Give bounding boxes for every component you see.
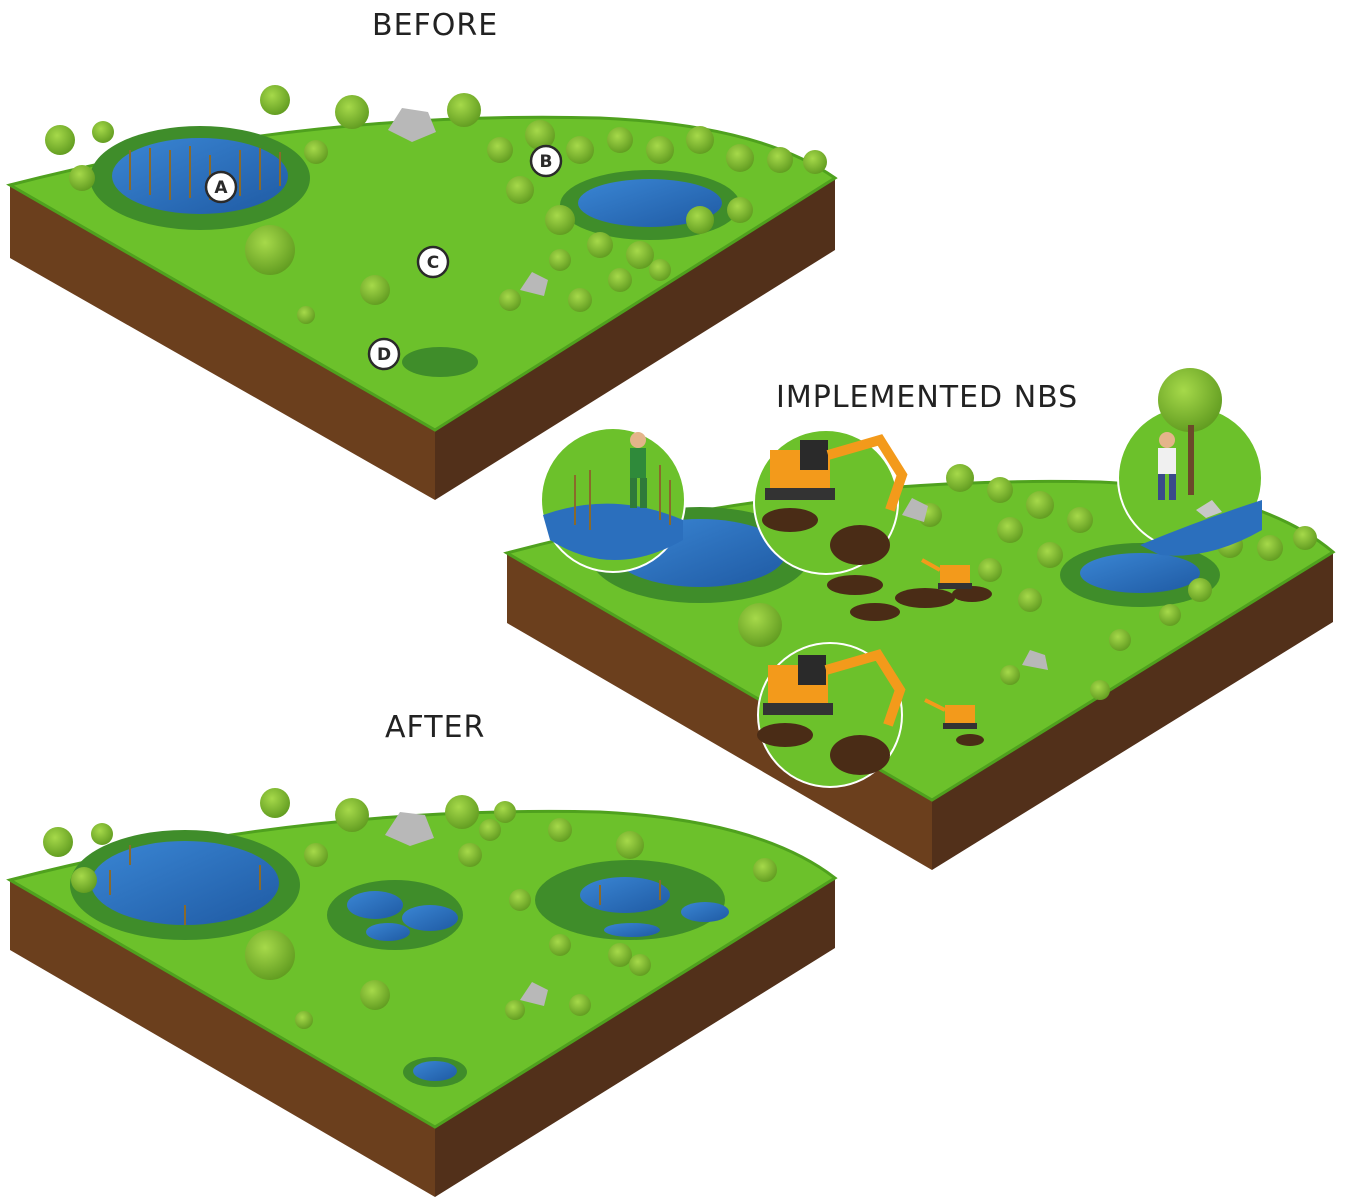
marker-d: D bbox=[367, 337, 401, 371]
tree-icon bbox=[45, 85, 827, 324]
excavator-icon bbox=[763, 649, 906, 727]
after-pond-c1 bbox=[347, 891, 403, 919]
marker-a: A bbox=[204, 170, 238, 204]
callout-excavation-bottom bbox=[757, 642, 906, 788]
rock-icon bbox=[388, 108, 548, 296]
after-soil-right bbox=[435, 878, 835, 1197]
callout-tree-removal bbox=[1117, 368, 1263, 556]
svg-text:B: B bbox=[540, 152, 553, 172]
callout-excavation-top bbox=[753, 429, 908, 575]
tree-icon bbox=[43, 788, 777, 1029]
excavation-holes bbox=[827, 575, 992, 621]
excavator-icon bbox=[924, 698, 984, 746]
after-panel bbox=[6, 788, 838, 1197]
worker-icon bbox=[1158, 432, 1176, 500]
after-soil-left bbox=[10, 880, 435, 1197]
before-title: BEFORE bbox=[372, 8, 499, 43]
excavator-icon bbox=[921, 558, 972, 589]
rock-icon bbox=[902, 498, 1048, 670]
implemented-nbs-title: IMPLEMENTED NBS bbox=[776, 380, 1079, 415]
reed-icon bbox=[109, 845, 661, 925]
impl-soil-right bbox=[932, 552, 1333, 870]
impl-soil-left bbox=[507, 553, 932, 870]
after-pond-d bbox=[413, 1061, 457, 1081]
before-pond-a bbox=[112, 138, 288, 214]
after-title: AFTER bbox=[385, 710, 486, 745]
after-pond-b3 bbox=[604, 923, 660, 937]
before-panel: A B C D bbox=[6, 85, 838, 500]
before-pond-b bbox=[578, 179, 722, 227]
worker-icon bbox=[630, 432, 647, 508]
impl-pond-right bbox=[1080, 553, 1200, 593]
after-pond-b1 bbox=[580, 877, 670, 913]
before-pond-d bbox=[402, 347, 478, 377]
marker-c: C bbox=[416, 245, 450, 279]
svg-text:D: D bbox=[377, 345, 391, 365]
implemented-panel bbox=[503, 368, 1336, 870]
rock-icon bbox=[385, 812, 548, 1006]
after-pond-b2 bbox=[681, 902, 729, 922]
before-soil-right bbox=[435, 178, 835, 500]
callout-reed-planting bbox=[540, 427, 686, 573]
before-soil-left bbox=[10, 185, 435, 500]
svg-text:C: C bbox=[427, 253, 439, 273]
after-pond-c3 bbox=[366, 923, 410, 941]
after-pond-a bbox=[91, 841, 279, 925]
after-pond-c2 bbox=[402, 905, 458, 931]
excavator-icon bbox=[765, 434, 908, 512]
marker-b: B bbox=[529, 144, 563, 178]
svg-text:A: A bbox=[214, 178, 228, 198]
